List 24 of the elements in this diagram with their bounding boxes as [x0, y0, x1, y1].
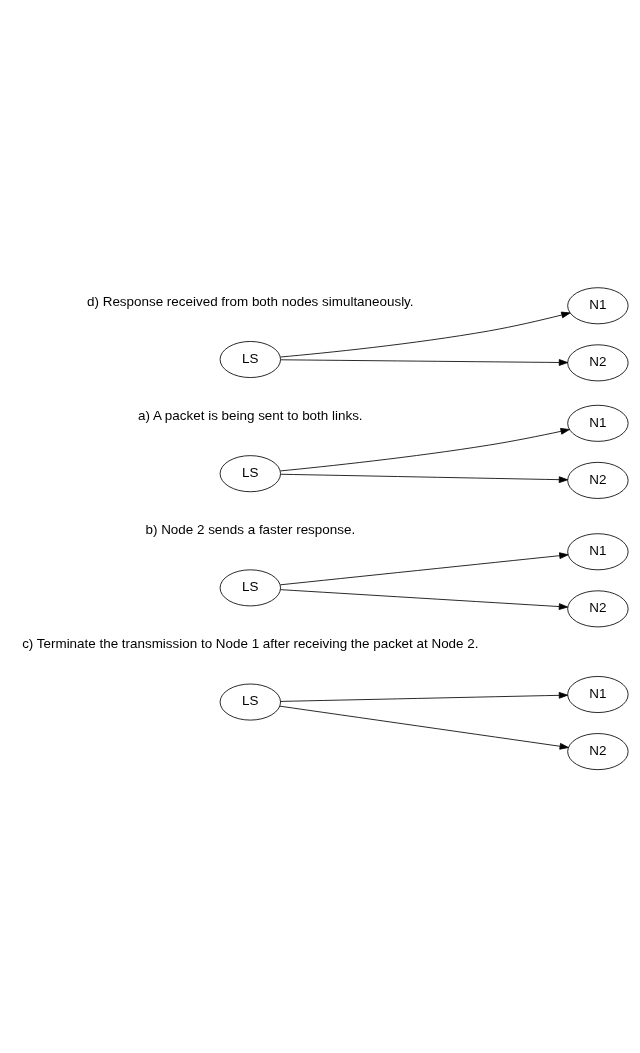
label: a) A packet is being sent to both links. [138, 407, 363, 423]
label: b) Node 2 sends a faster response. [145, 521, 356, 537]
node-ellipse: LS [219, 683, 281, 721]
arrow [280, 691, 569, 702]
node-ellipse: LS [219, 454, 281, 492]
label: d) Response received from both nodes simultaneously. [87, 293, 414, 309]
arrow [280, 473, 569, 483]
node-ellipse: LS [219, 340, 281, 378]
node-ellipse: N1 [567, 532, 629, 570]
node-ellipse: N2 [567, 343, 629, 381]
arrow [280, 588, 569, 610]
arrow [279, 551, 569, 585]
node-ellipse: LS [219, 568, 281, 606]
arrow [280, 358, 569, 366]
node-ellipse: N1 [567, 675, 629, 713]
node-ellipse: N1 [567, 404, 629, 442]
node-ellipse: N1 [567, 286, 629, 324]
node-ellipse: N2 [567, 589, 629, 627]
arrow [280, 311, 571, 357]
label: c) Terminate the transmission to Node 1 after receiving the packet at Node 2. [22, 635, 479, 651]
node-ellipse: N2 [567, 461, 629, 499]
arrow [280, 427, 570, 471]
node-ellipse: N2 [567, 732, 629, 770]
arrow [279, 705, 569, 750]
